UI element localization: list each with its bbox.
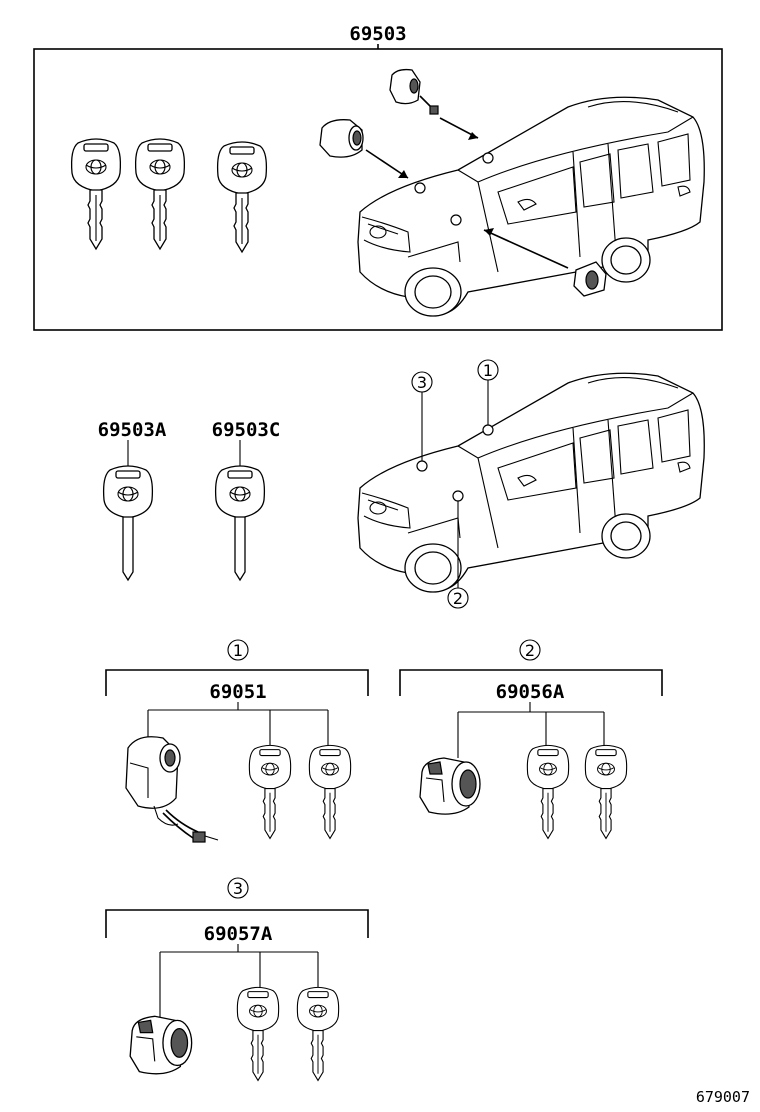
illustration-id: 679007 xyxy=(696,1088,750,1106)
svg-text:1: 1 xyxy=(483,361,493,380)
svg-text:2: 2 xyxy=(525,641,535,660)
part-number-69503: 69503 xyxy=(349,23,406,45)
ignition-cylinder xyxy=(125,735,219,843)
spare-key-69503A xyxy=(102,465,154,581)
door-lock-exploded xyxy=(319,119,409,179)
locator-dot xyxy=(414,182,426,194)
svg-text:2: 2 xyxy=(453,589,463,608)
key-1 xyxy=(70,138,122,250)
key xyxy=(248,744,292,840)
key xyxy=(236,986,280,1082)
key-3 xyxy=(216,141,268,253)
ignition-lock-exploded xyxy=(389,68,479,140)
assembly-group-2: 2 69056A xyxy=(399,639,663,840)
locator-dot xyxy=(450,214,462,226)
trunk-lock-exploded xyxy=(483,228,607,297)
locator-callout-3: 3 xyxy=(411,371,433,472)
group-box-69503 xyxy=(33,48,723,331)
back-door-lock-cylinder xyxy=(129,1015,193,1075)
locator-callout-1: 1 xyxy=(477,359,499,436)
part-number-69057A: 69057A xyxy=(204,923,273,945)
key xyxy=(584,744,628,840)
part-number-69503A: 69503A xyxy=(98,419,167,441)
vehicle-illustration-locator xyxy=(357,372,705,593)
part-number-69051: 69051 xyxy=(209,681,266,703)
vehicle-illustration-top xyxy=(357,96,705,317)
key-2 xyxy=(134,138,186,250)
key xyxy=(308,744,352,840)
door-lock-cylinder xyxy=(419,757,481,815)
assembly-group-3: 3 69057A xyxy=(105,877,369,1082)
part-number-69503C: 69503C xyxy=(212,419,281,441)
locator-callout-2: 2 xyxy=(447,490,469,609)
svg-text:3: 3 xyxy=(417,373,427,392)
part-number-69056A: 69056A xyxy=(496,681,565,703)
svg-text:3: 3 xyxy=(233,879,243,898)
svg-text:1: 1 xyxy=(233,641,243,660)
key xyxy=(296,986,340,1082)
spare-key-69503C xyxy=(214,465,266,581)
assembly-group-1: 1 69051 xyxy=(105,639,369,843)
locator-dot xyxy=(482,152,494,164)
key xyxy=(526,744,570,840)
